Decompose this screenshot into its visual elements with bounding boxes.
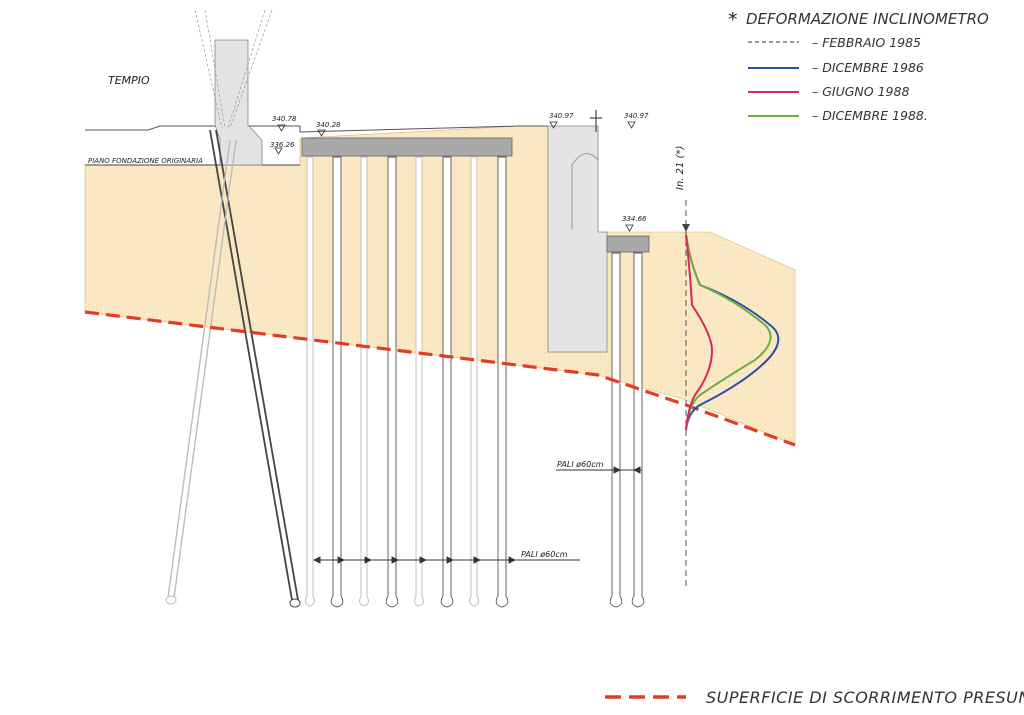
main-piles: [305, 156, 509, 608]
elevation-label: 340.97: [549, 112, 574, 120]
pile: [609, 252, 623, 608]
legend-title: DEFORMAZIONE INCLINOMETRO: [746, 10, 989, 28]
retaining-arch: [571, 153, 599, 230]
legend-entry: – DICEMBRE 1986: [812, 60, 924, 75]
retaining-structure: [547, 125, 608, 353]
pile: [469, 156, 479, 607]
pile: [495, 156, 509, 608]
right-piles-label: PALI ø60cm: [557, 460, 604, 469]
main-pile-cap: [301, 137, 513, 157]
right-pile-cap: [606, 235, 650, 253]
pile-dimension-line: [312, 556, 580, 564]
pile: [330, 156, 344, 608]
soil-mass: [84, 125, 796, 446]
elevation-markers: [274, 121, 636, 232]
legend-marker: *: [728, 9, 738, 31]
pile: [440, 156, 454, 608]
legend: * DEFORMAZIONE INCLINOMETRO – FEBBRAIO 1…: [728, 9, 989, 123]
legend-entry: – DICEMBRE 1988.: [812, 108, 928, 123]
legend-entry: – GIUGNO 1988: [812, 84, 909, 99]
footer-legend: SUPERFICIE DI SCORRIMENTO PRESUNTA: [605, 688, 1024, 707]
pile: [414, 156, 424, 607]
construction-lines: [194, 9, 273, 129]
elevation-label: 340.97: [624, 112, 649, 120]
foundation-plane-label: PIANO FONDAZIONE ORIGINARIA: [88, 157, 203, 165]
inclinometer-arrow: [682, 224, 690, 232]
pile: [305, 156, 315, 607]
footer-label: SUPERFICIE DI SCORRIMENTO PRESUNTA: [706, 688, 1024, 707]
elevation-label: 334.66: [622, 215, 647, 223]
slip-surface: [84, 310, 796, 447]
elevation-label: 336.26: [270, 141, 295, 149]
right-piles: [609, 252, 645, 608]
curve-dicembre-1988: [685, 234, 772, 431]
right-pile-dimension: [556, 466, 642, 474]
parapet-cross: [590, 110, 602, 132]
curve-giugno-1988: [685, 234, 714, 431]
elevation-label: 340.78: [272, 115, 297, 123]
inclinometer-label: In. 21 (*): [675, 146, 686, 190]
main-piles-label: PALI ø60cm: [521, 550, 568, 559]
original-ground-line: [85, 125, 548, 133]
pile: [631, 252, 645, 608]
temple-label: TEMPIO: [108, 74, 150, 87]
pile: [385, 156, 399, 608]
legend-entry: – FEBBRAIO 1985: [812, 35, 921, 50]
inclined-piles: [165, 129, 301, 608]
elevation-label: 340.28: [316, 121, 341, 129]
pile: [359, 156, 369, 607]
